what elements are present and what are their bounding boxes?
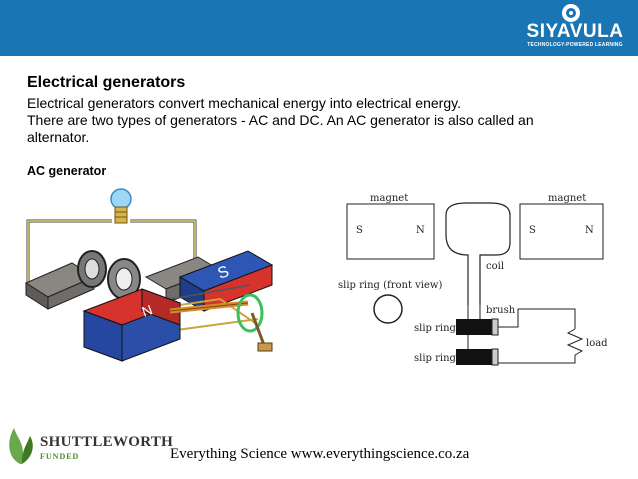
footer-text: Everything Science www.everythingscience… [170, 446, 470, 462]
load-resistor [566, 328, 584, 356]
section-subtitle: AC generator [27, 164, 107, 178]
pole-n-label: N [416, 225, 425, 236]
slip-ring-top [456, 319, 492, 335]
north-magnet: N [82, 288, 182, 362]
globe-icon [562, 4, 580, 22]
pole-s-label: S [529, 225, 536, 236]
brush-bottom [491, 348, 499, 366]
slide-title: Electrical generators [27, 74, 186, 91]
logo-tagline: TECHNOLOGY-POWERED LEARNING [527, 42, 623, 48]
ac-generator-schematic: magnet S N magnet S N coil slip ring (fr… [338, 193, 608, 366]
header-bar: SIYAVULA TECHNOLOGY-POWERED LEARNING [0, 0, 638, 56]
load-label: load [586, 338, 608, 349]
magnet-label: magnet [370, 193, 408, 204]
slip-ring-front [373, 294, 403, 324]
description-line: Electrical generators convert mechanical… [27, 95, 461, 111]
slip-ring-front-label: slip ring (front view) [338, 280, 442, 291]
coil-label: coil [486, 261, 504, 272]
brush-label: brush [486, 305, 516, 316]
magnet-box-left [346, 203, 435, 260]
description-line: There are two types of generators - AC a… [27, 112, 534, 128]
ac-generator-illustration: S N [24, 188, 274, 362]
leaf-icon [9, 428, 33, 464]
shuttleworth-logo[interactable]: SHUTTLEWORTH FUNDED [4, 424, 173, 468]
wheel-icon [236, 293, 264, 333]
magnet-label: magnet [548, 193, 586, 204]
brush-top [491, 318, 499, 336]
description-paragraph: Electrical generators convert mechanical… [27, 95, 587, 146]
coil [445, 202, 511, 305]
bulb-icon [110, 188, 132, 224]
pole-s-label: S [356, 225, 363, 236]
magnet-box-right [519, 203, 604, 260]
sponsor-sub: FUNDED [40, 452, 80, 461]
slip-ring-bottom [456, 349, 492, 365]
siyavula-logo[interactable]: SIYAVULA TECHNOLOGY-POWERED LEARNING [520, 4, 630, 52]
description-line: alternator. [27, 129, 90, 145]
slip-ring-label: slip ring [414, 353, 457, 364]
logo-name: SIYAVULA [526, 21, 624, 42]
pole-n-label: N [585, 225, 594, 236]
slip-ring-label: slip ring [414, 323, 457, 334]
crank-handle-icon [250, 312, 273, 352]
sponsor-name: SHUTTLEWORTH [40, 434, 174, 450]
